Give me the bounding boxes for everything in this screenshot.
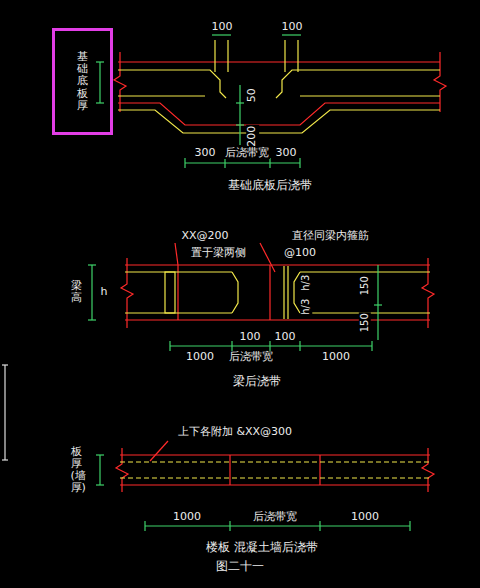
- edge-bracket: [2, 365, 8, 460]
- dimension-text: 1000: [321, 351, 351, 364]
- section-title: 梁后浇带: [232, 375, 282, 389]
- dimension-text: 后浇带宽: [228, 351, 274, 364]
- dimension-text: h/3: [300, 298, 312, 316]
- beam: [88, 243, 434, 351]
- rebar-note: 置于梁两侧: [190, 247, 247, 260]
- dimension-text: 后浇带宽: [224, 147, 270, 160]
- rebar-note: 直径同梁内箍筋: [291, 230, 370, 243]
- dimension-text: h: [100, 286, 109, 299]
- figure-caption: 图二十一: [215, 560, 265, 574]
- section-title: 楼板 混凝土墙后浇带: [205, 541, 319, 555]
- section-title: 基础底板后浇带: [227, 179, 313, 193]
- dimension-text: 梁高: [70, 280, 83, 304]
- dimension-text: 板厚(墙厚): [70, 446, 83, 494]
- dimension-text: 200: [246, 124, 259, 147]
- rebar-note: XX@200: [180, 230, 229, 243]
- dimension-text: 300: [194, 147, 217, 160]
- dimension-text: 100: [239, 331, 262, 344]
- dimension-text: h/3: [300, 274, 312, 292]
- dimension-text: 1000: [185, 351, 215, 364]
- dimension-text: 1000: [350, 511, 380, 524]
- dimension-text: 50: [246, 87, 259, 103]
- dimension-label: 基础底板厚: [77, 51, 88, 111]
- slab-wall: [96, 441, 434, 531]
- foundation-slab: [96, 35, 446, 168]
- rebar-note: @100: [283, 247, 317, 260]
- dimension-text: 300: [275, 147, 298, 160]
- dimension-text: 100: [211, 21, 234, 34]
- dimension-text: 后浇带宽: [252, 511, 298, 524]
- dimension-text: 150: [359, 312, 371, 333]
- dimension-text: 150: [359, 275, 371, 296]
- highlight-box: 基础底板厚: [52, 28, 113, 135]
- dimension-text: 100: [281, 21, 304, 34]
- rebar-note: 上下各附加 &XX@300: [177, 426, 293, 439]
- dimension-text: 100: [274, 331, 297, 344]
- dimension-text: 1000: [172, 511, 202, 524]
